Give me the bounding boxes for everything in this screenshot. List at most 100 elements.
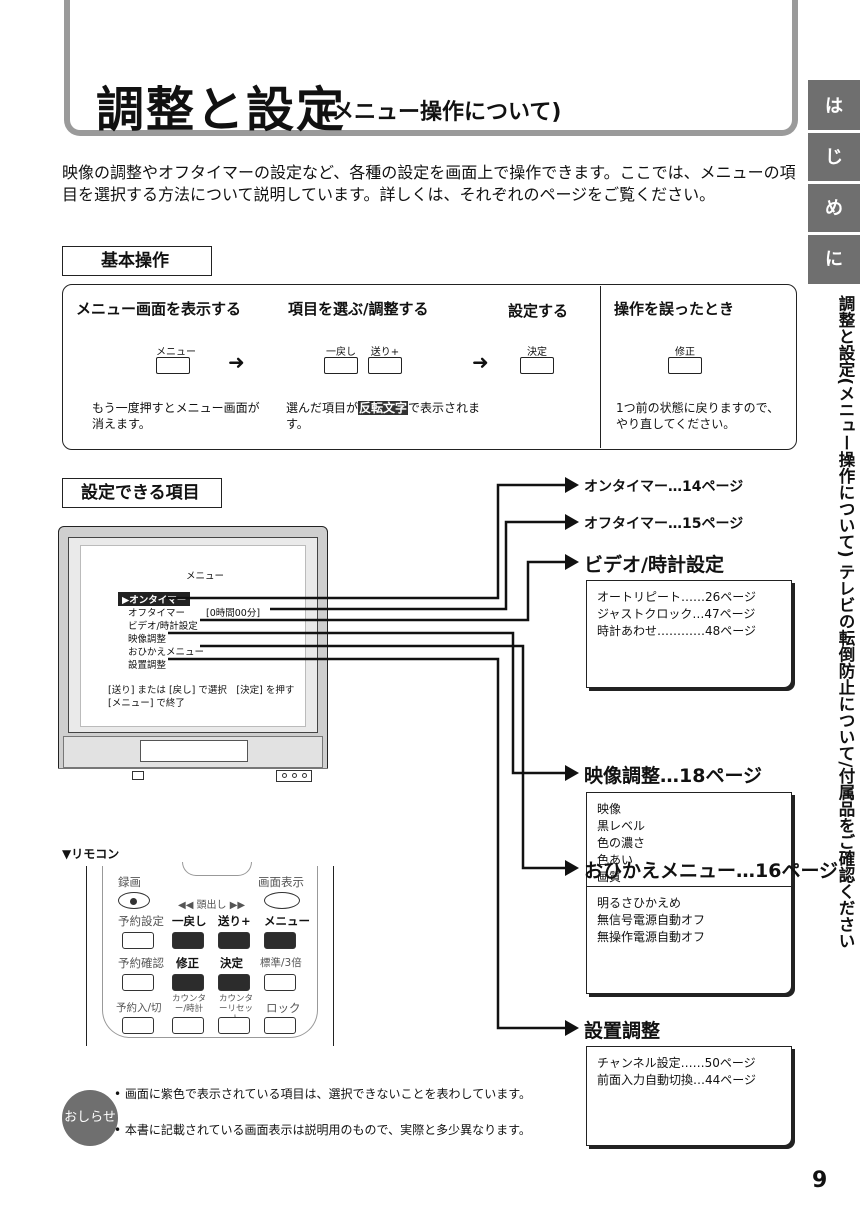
back-button-label: 一戻し xyxy=(326,347,356,358)
arrowhead-icon xyxy=(565,514,579,530)
remote-correct-button xyxy=(172,974,204,991)
confirm-button-label: 決定 xyxy=(527,347,547,358)
menu-button-label: メニュー xyxy=(156,347,196,358)
remote-display-button xyxy=(264,892,300,909)
tv-eject-button xyxy=(132,771,144,780)
back-button-icon xyxy=(324,357,358,374)
arrow-right-icon: ➜ xyxy=(472,350,489,374)
remote-illustration xyxy=(86,866,334,1046)
remote-top-key xyxy=(182,862,252,876)
remote-label: 予約確認 xyxy=(118,956,164,970)
remote-label: ロック xyxy=(266,1001,301,1015)
remote-menu-button xyxy=(264,932,296,949)
setup-adjust-label: 設置調整 xyxy=(584,1020,661,1042)
tv-video-slot xyxy=(140,740,248,762)
remote-display-label: 画面表示 xyxy=(258,875,304,889)
correct-button-label: 修正 xyxy=(675,347,695,358)
forward-button-icon xyxy=(368,357,402,374)
tv-menu-item: 設置調整 xyxy=(128,660,167,671)
remote-button xyxy=(122,974,154,991)
arrow-right-icon: ➜ xyxy=(228,350,245,374)
remote-record-label: 録画 xyxy=(118,875,141,889)
remote-button xyxy=(264,974,296,991)
remote-label: 標準/3倍 xyxy=(260,957,302,969)
chapter-tab-char: じ xyxy=(825,147,843,168)
tv-help-line: [送り] または [戻し] で選択 [決定] を押す xyxy=(108,685,295,696)
remote-back-button xyxy=(172,932,204,949)
basic-heading: 基本操作 xyxy=(62,246,212,276)
step-mistake-title: 操作を誤ったとき xyxy=(614,300,735,318)
forward-button-label: 送り+ xyxy=(370,347,400,358)
on-timer-label: オンタイマー…14ページ xyxy=(584,479,744,495)
settings-heading: 設定できる項目 xyxy=(62,478,222,508)
remote-label: 決定 xyxy=(220,956,243,970)
remote-label: 修正 xyxy=(176,956,199,970)
tv-menu-item: おひかえメニュー xyxy=(128,647,205,658)
menu-button-icon xyxy=(156,357,190,374)
remote-label: 予約設定 xyxy=(118,914,164,928)
tv-menu-screen xyxy=(80,545,306,727)
page-subtitle: (メニュー操作について) xyxy=(322,100,562,125)
correct-button-icon xyxy=(668,357,702,374)
arrowhead-icon xyxy=(565,765,579,781)
basic-operation-box xyxy=(62,284,797,450)
picture-adjust-label: 映像調整…18ページ xyxy=(584,765,763,787)
step-show-menu-note: もう一度押すとメニュー画面が消えます。 xyxy=(92,401,260,431)
notice-bullet: • 画面に紫色で表示されている項目は、選択できないことを表わしています。 xyxy=(114,1087,531,1101)
remote-button xyxy=(264,1017,296,1034)
tv-menu-item-selected: ▶オンタイマー xyxy=(118,592,191,606)
tv-menu-item: ビデオ/時計設定 xyxy=(128,621,198,632)
confirm-button-icon xyxy=(520,357,554,374)
remote-label: カウンター/時計 xyxy=(171,994,206,1014)
off-timer-label: オフタイマー…15ページ xyxy=(584,516,744,532)
remote-label: メニュー xyxy=(264,914,310,928)
tv-menu-item: 映像調整 xyxy=(128,634,167,645)
arrowhead-icon xyxy=(565,477,579,493)
tv-help-line: [メニュー] で終了 xyxy=(108,698,185,709)
remote-record-button xyxy=(118,892,150,909)
remote-button xyxy=(172,1017,204,1034)
tv-off-timer-value: [0時間00分] xyxy=(206,608,261,619)
inverse-text-sample: 反転文字 xyxy=(358,401,409,415)
ohikae-menu-label: おひかえメニュー…16ページ xyxy=(584,860,839,882)
step-select-note: 選んだ項目が反転文字で表示されます。 xyxy=(286,401,481,431)
notice-bullet: • 本書に記載されている画面表示は説明用のもので、実際と多少異なります。 xyxy=(114,1123,531,1137)
remote-button xyxy=(218,1017,250,1034)
chapter-tab: は じ め に xyxy=(808,80,860,284)
remote-forward-button xyxy=(218,932,250,949)
remote-label: 送り+ xyxy=(218,914,251,928)
arrowhead-icon xyxy=(565,1020,579,1036)
chapter-tab-char: は xyxy=(825,96,843,117)
arrowhead-icon xyxy=(565,554,579,570)
video-clock-box: オートリピート……26ページ ジャストクロック…47ページ 時計あわせ…………4… xyxy=(586,580,792,688)
tv-menu-title: メニュー xyxy=(186,571,225,582)
title-frame xyxy=(64,0,798,136)
remote-panel xyxy=(102,866,318,1038)
intro-text: 映像の調整やオフタイマーの設定など、各種の設定を画面上で操作できます。ここでは、… xyxy=(62,163,796,204)
chapter-tab-char: に xyxy=(825,249,843,270)
picture-adjust-box: 映像 黒レベル 色の濃さ 色あい 画質 xyxy=(586,792,792,902)
remote-confirm-button xyxy=(218,974,250,991)
step-confirm-title: 設定する xyxy=(508,302,569,320)
page-number: 9 xyxy=(812,1168,828,1193)
chapter-tab-char: め xyxy=(825,198,843,219)
step-show-menu-title: メニュー画面を表示する xyxy=(76,300,242,318)
remote-button xyxy=(122,932,154,949)
remote-label: 予約入/切 xyxy=(116,1002,162,1014)
setup-adjust-box: チャンネル設定……50ページ 前面入力自動切換…44ページ xyxy=(586,1046,792,1146)
step-mistake-note: 1つ前の状態に戻りますので、やり直してください。 xyxy=(616,401,780,431)
tv-control-strip xyxy=(58,768,328,786)
remote-label: ▼リモコン xyxy=(62,847,120,861)
notice-badge: おしらせ xyxy=(62,1090,118,1146)
remote-skip-label: ◀◀ 頭出し ▶▶ xyxy=(178,900,246,911)
tv-input-jacks xyxy=(276,770,312,782)
step-select-title: 項目を選ぶ/調整する xyxy=(288,300,429,318)
remote-label: 一戻し xyxy=(172,914,207,928)
tv-menu-item: オフタイマー xyxy=(128,608,186,619)
remote-button xyxy=(122,1017,154,1034)
video-clock-label: ビデオ/時計設定 xyxy=(584,554,724,576)
page-title: 調整と設定 xyxy=(96,82,347,138)
basic-divider xyxy=(600,286,601,448)
ohikae-menu-box: 明るさひかえめ 無信号電源自動オフ 無操作電源自動オフ xyxy=(586,886,792,994)
